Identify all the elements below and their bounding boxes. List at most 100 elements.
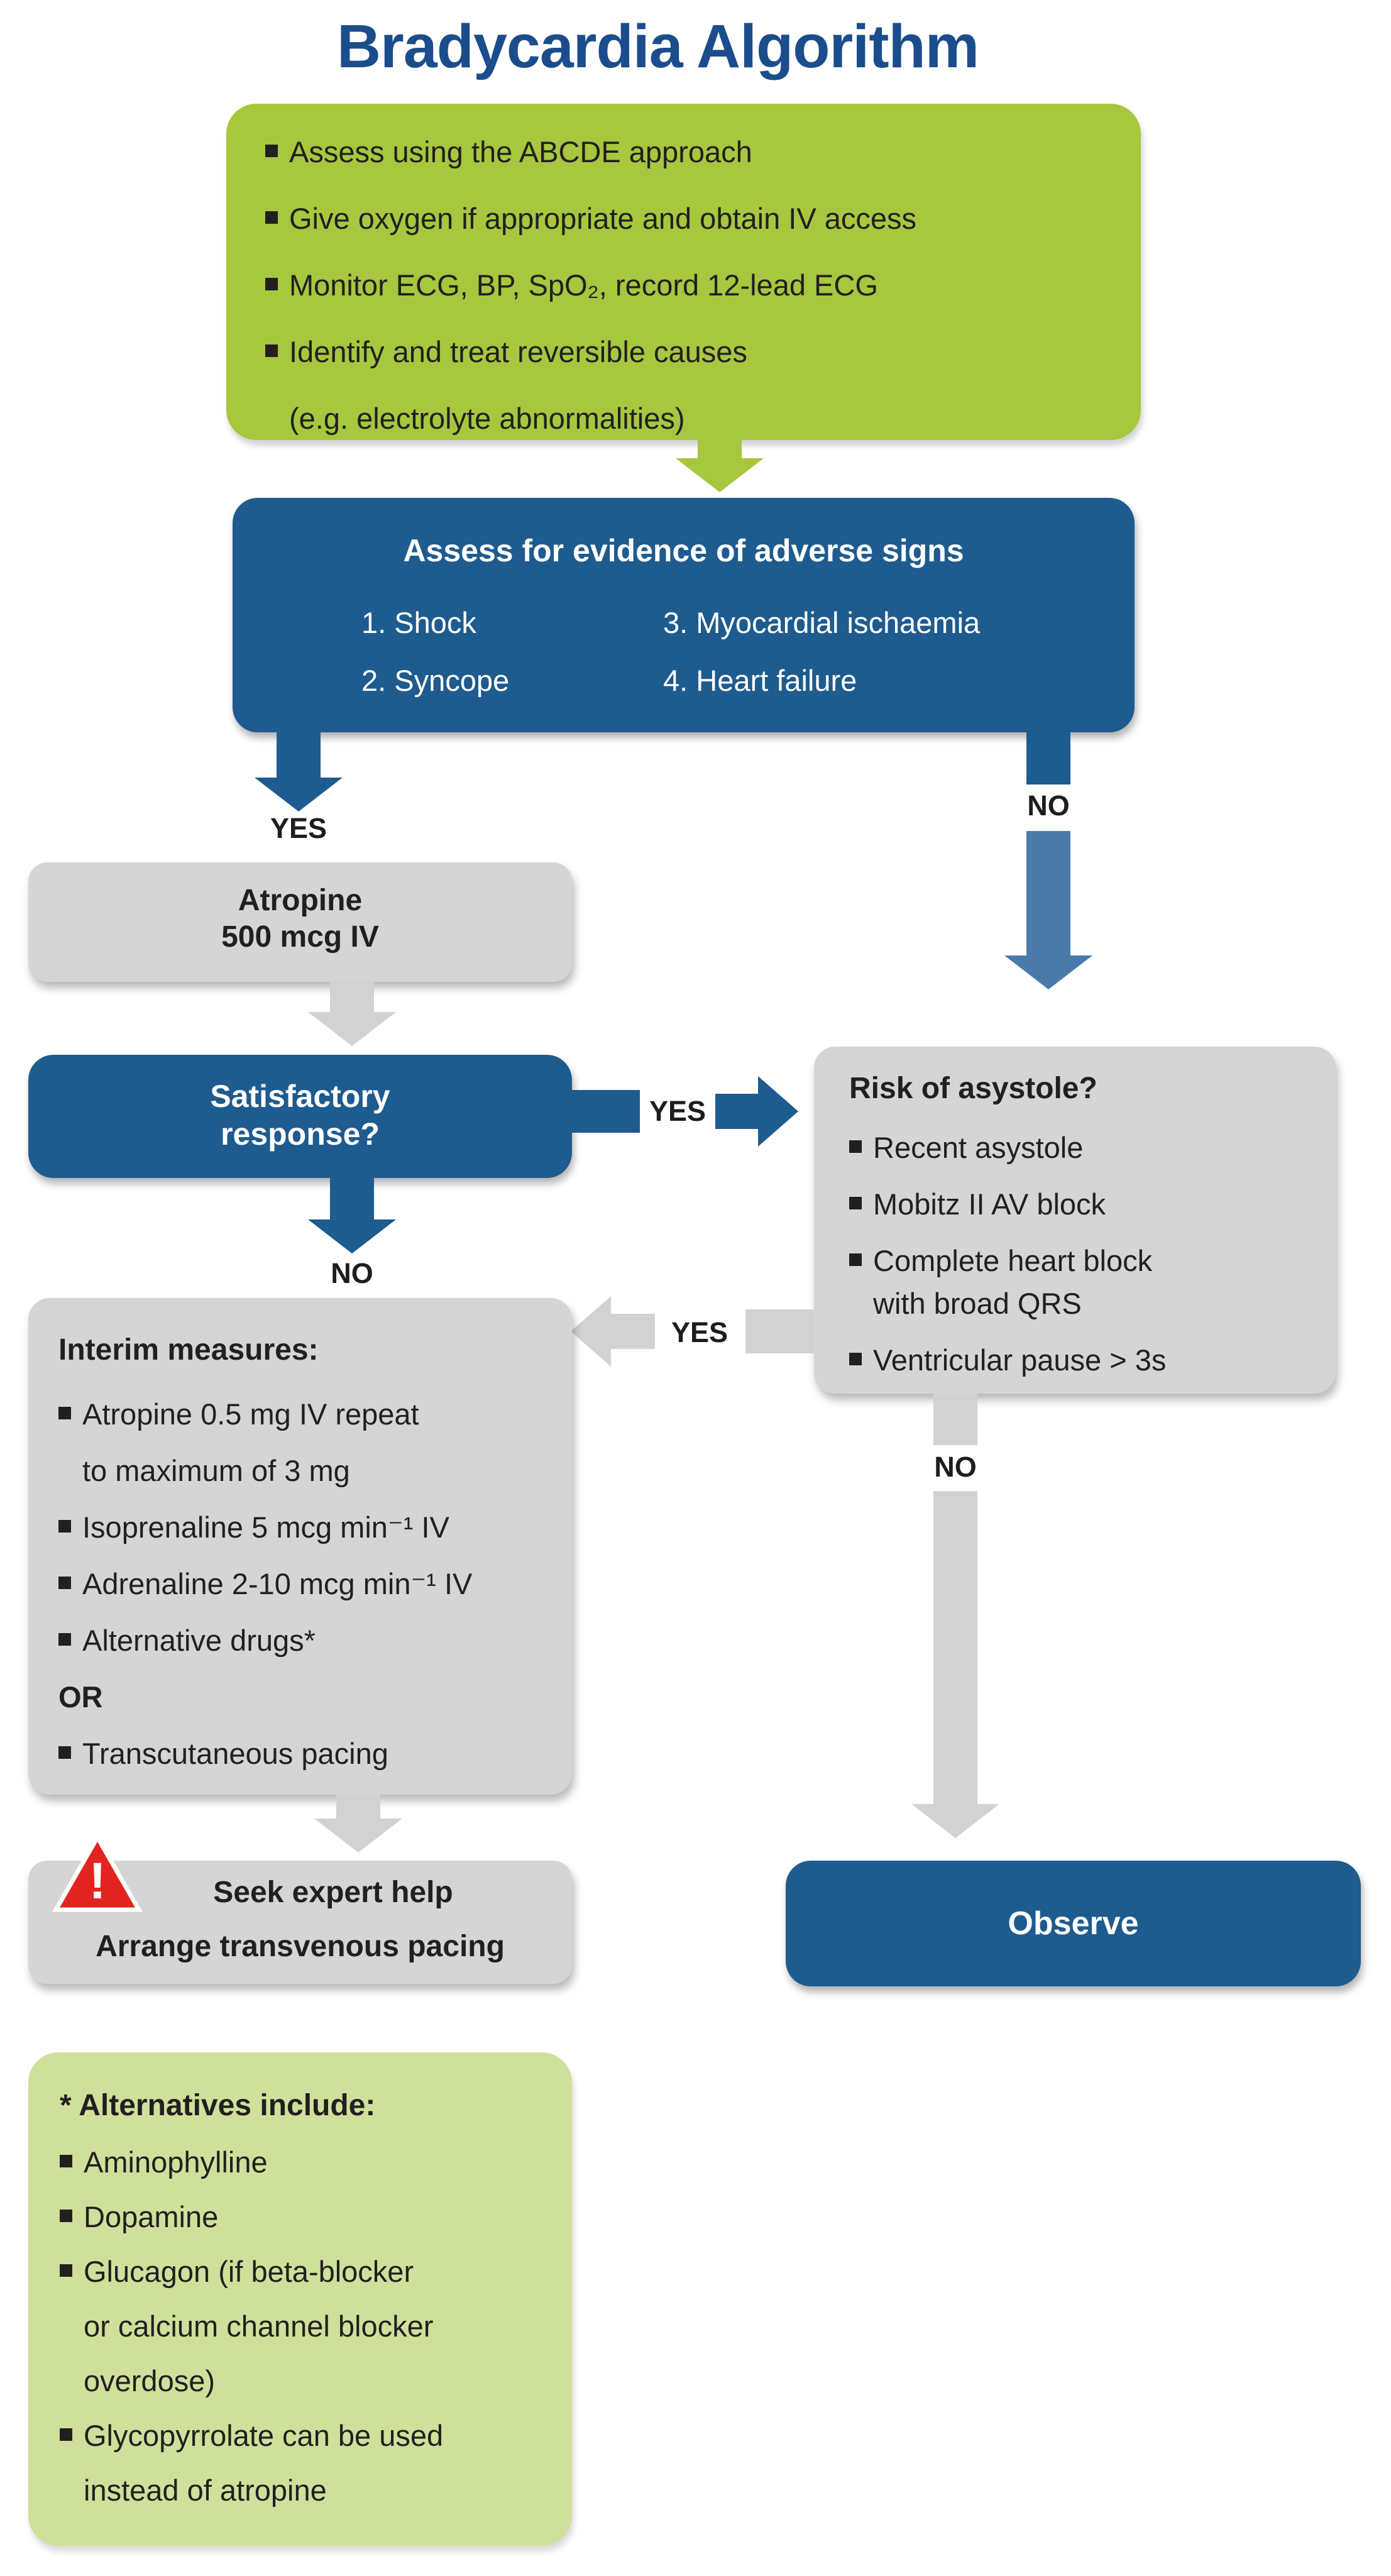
- atropine-box: Atropine 500 mcg IV: [28, 862, 572, 982]
- connector-bar: [277, 732, 321, 778]
- bullet-text: Identify and treat reversible causes: [289, 335, 747, 368]
- bullet-square-icon: [60, 2264, 72, 2277]
- list-item: Adrenaline 2-10 mcg min⁻¹ IV: [58, 1567, 558, 1601]
- bullet-square-icon: [60, 2428, 72, 2441]
- bullet-square-icon: [58, 1577, 71, 1589]
- list-item-continuation: to maximum of 3 mg: [58, 1454, 558, 1488]
- connector-bar: [336, 1795, 380, 1819]
- numbered-item: 1. Shock: [361, 606, 476, 639]
- bullet-square-icon: [265, 278, 278, 290]
- list-item: Assess using the ABCDE approach: [265, 135, 1118, 169]
- bullet-text: Glucagon (if beta-blocker: [84, 2255, 414, 2288]
- adverse-signs-box: Assess for evidence of adverse signs 1. …: [233, 498, 1135, 732]
- interim-measures-box: Interim measures: Atropine 0.5 mg IV rep…: [28, 1298, 572, 1795]
- connector-bar: [933, 1491, 977, 1804]
- connector-bar: [611, 1314, 655, 1349]
- warning-exclamation-glyph: !: [89, 1852, 106, 1910]
- arrow-down-icon: [308, 1219, 396, 1253]
- list-item-continuation: or calcium channel blocker: [60, 2309, 559, 2343]
- bullet-square-icon: [58, 1407, 71, 1419]
- bullet-text: Transcutaneous pacing: [82, 1737, 388, 1770]
- list-item: Aminophylline: [60, 2145, 559, 2179]
- box-title: Assess for evidence of adverse signs: [403, 533, 964, 568]
- connector-bar: [1026, 831, 1070, 955]
- bullet-text: Adrenaline 2-10 mcg min⁻¹ IV: [82, 1567, 473, 1600]
- bullet-text: Assess using the ABCDE approach: [289, 135, 752, 168]
- bullet-text: or calcium channel blocker: [84, 2309, 434, 2343]
- box-title: * Alternatives include:: [60, 2089, 376, 2122]
- arrow-down-icon: [911, 1804, 999, 1838]
- box-title: Interim measures:: [58, 1333, 319, 1367]
- list-item: Give oxygen if appropriate and obtain IV…: [265, 202, 1118, 236]
- risk-of-asystole-box: Risk of asystole? Recent asystole Mobitz…: [814, 1047, 1336, 1394]
- adverse-signs-col1: 1. Shock 2. Syncope: [361, 606, 509, 698]
- bullet-square-icon: [849, 1197, 862, 1209]
- bullet-text: Isoprenaline 5 mcg min⁻¹ IV: [82, 1511, 449, 1544]
- connector-bar: [933, 1394, 977, 1445]
- bullet-text: instead of atropine: [84, 2474, 327, 2507]
- list-item: Complete heart block: [849, 1244, 1319, 1278]
- list-item-continuation: instead of atropine: [60, 2474, 559, 2507]
- box-text-line: response?: [221, 1116, 380, 1152]
- connector-bar: [745, 1309, 814, 1353]
- bullet-text: overdose): [84, 2364, 215, 2397]
- bullet-text: Aminophylline: [84, 2145, 268, 2179]
- bullet-square-icon: [265, 145, 278, 157]
- list-item: Alternative drugs*: [58, 1624, 558, 1658]
- bullet-text: Complete heart block: [873, 1244, 1153, 1277]
- initial-assessment-box: Assess using the ABCDE approach Give oxy…: [226, 104, 1141, 440]
- no-label: NO: [934, 1451, 977, 1483]
- list-item-continuation: (e.g. electrolyte abnormalities): [265, 402, 1118, 436]
- arrow-down-icon: [314, 1819, 402, 1852]
- list-item: Monitor ECG, BP, SpO₂, record 12-lead EC…: [265, 268, 1118, 302]
- yes-label: YES: [270, 812, 327, 844]
- list-item: Glucagon (if beta-blocker: [60, 2255, 559, 2289]
- or-separator: OR: [58, 1680, 103, 1714]
- connector-bar: [330, 982, 374, 1012]
- bullet-square-icon: [60, 2155, 72, 2167]
- bullet-square-icon: [849, 1353, 862, 1365]
- connector-bar: [572, 1090, 640, 1133]
- bullet-text: Alternative drugs*: [82, 1624, 316, 1657]
- bullet-text: Recent asystole: [873, 1131, 1084, 1164]
- box-text-line: 500 mcg IV: [221, 920, 379, 954]
- numbered-item: 3. Myocardial ischaemia: [663, 606, 981, 639]
- list-item: Recent asystole: [849, 1131, 1319, 1165]
- list-item: Atropine 0.5 mg IV repeat: [58, 1397, 558, 1431]
- box-title: Risk of asystole?: [849, 1072, 1097, 1105]
- connector-bar: [330, 1178, 374, 1219]
- list-item: Dopamine: [60, 2200, 559, 2234]
- arrow-down-icon: [676, 458, 764, 492]
- connector-bar: [698, 439, 742, 459]
- observe-box: Observe: [786, 1861, 1361, 1986]
- arrow-down-icon: [1004, 955, 1092, 989]
- bullet-text: to maximum of 3 mg: [82, 1454, 350, 1487]
- bullet-text: Atropine 0.5 mg IV repeat: [82, 1397, 419, 1431]
- satisfactory-response-box: Satisfactory response?: [28, 1055, 572, 1178]
- list-item: Isoprenaline 5 mcg min⁻¹ IV: [58, 1511, 558, 1544]
- alternatives-box: * Alternatives include: Aminophylline Do…: [28, 2052, 572, 2546]
- arrow-down-icon: [308, 1012, 396, 1046]
- yes-label: YES: [649, 1095, 706, 1127]
- connector-bar: [1026, 732, 1070, 784]
- list-item-continuation: overdose): [60, 2364, 559, 2398]
- list-item-continuation: with broad QRS: [849, 1287, 1319, 1321]
- connector-bar: [715, 1094, 758, 1129]
- bullet-square-icon: [58, 1520, 71, 1533]
- bullet-square-icon: [849, 1253, 862, 1266]
- bullet-square-icon: [58, 1746, 71, 1759]
- bullet-text: Give oxygen if appropriate and obtain IV…: [289, 202, 917, 235]
- box-text-line: Atropine: [238, 884, 363, 917]
- numbered-item: 4. Heart failure: [663, 664, 857, 697]
- numbered-item: 2. Syncope: [361, 664, 510, 697]
- bullet-text: Glycopyrrolate can be used: [84, 2419, 444, 2452]
- list-item: Mobitz II AV block: [849, 1187, 1319, 1221]
- box-text-line: Satisfactory: [210, 1079, 390, 1114]
- yes-label: YES: [671, 1316, 728, 1348]
- bullet-square-icon: [849, 1140, 862, 1153]
- adverse-signs-col2: 3. Myocardial ischaemia 4. Heart failure: [663, 606, 980, 698]
- list-item: Transcutaneous pacing: [58, 1737, 558, 1771]
- list-item: Ventricular pause > 3s: [849, 1343, 1319, 1377]
- list-item: Glycopyrrolate can be used: [60, 2419, 559, 2453]
